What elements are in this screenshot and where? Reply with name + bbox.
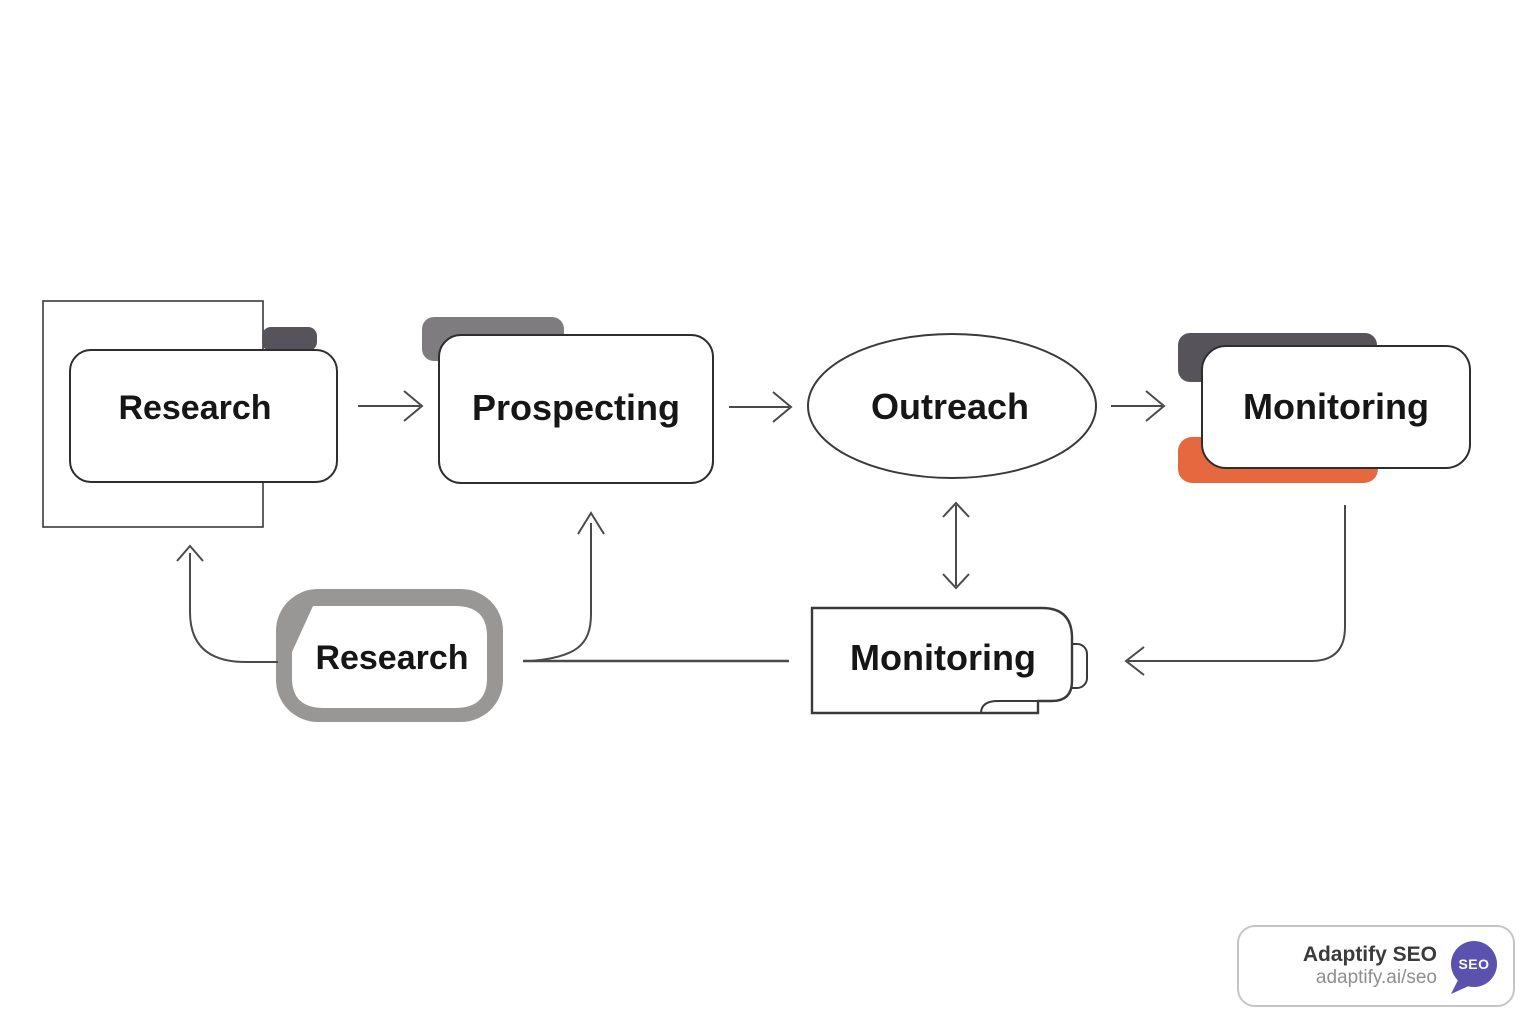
badge-url: adaptify.ai/seo [1315,967,1437,989]
outreach-label: Outreach [871,386,1029,427]
research-bottom-label: Research [315,639,468,677]
node-prospecting: Prospecting [422,317,714,484]
research-top-box [69,349,338,483]
seo-logo-text: SEO [1458,956,1489,972]
research-back-tab [262,327,317,351]
node-research-bottom: Research [276,589,503,722]
badge-text: Adaptify SEO adaptify.ai/seo [1303,943,1437,989]
research-top-label: Research [118,389,271,427]
node-monitoring-bottom: Monitoring [810,606,1088,715]
monitoring-bottom-step-line [980,700,1040,713]
node-outreach: Outreach [807,333,1097,479]
seo-bubble-tail [1451,980,1471,994]
seo-logo-icon: SEO [1451,941,1497,994]
arrow-research-to-prospecting [358,390,424,422]
seo-bubble [1451,941,1497,987]
research-bottom-box [292,606,487,708]
arrows [176,390,1346,676]
prospecting-label: Prospecting [472,387,680,428]
badge-title: Adaptify SEO [1302,943,1437,966]
arrow-research-bottom-to-prospecting [530,511,605,662]
arrow-outreach-monitoring-bottom-bidirectional [942,501,970,590]
arrow-monitoring-top-to-bottom [1124,505,1346,676]
adaptify-seo-badge[interactable]: Adaptify SEO adaptify.ai/seo SEO [1237,925,1515,1007]
node-monitoring-top: Monitoring [1178,333,1471,483]
arrow-outreach-to-monitoring [1111,390,1166,422]
monitoring-top-box [1201,345,1471,469]
monitoring-top-label: Monitoring [1243,386,1429,427]
arrow-prospecting-to-outreach [729,391,793,423]
monitoring-bottom-box [810,606,1074,715]
prospecting-box [438,334,714,484]
node-research-top: Research [42,300,338,528]
monitoring-bottom-label: Monitoring [850,637,1036,678]
arrow-research-bottom-to-top [176,544,278,663]
outreach-ellipse [807,333,1097,479]
